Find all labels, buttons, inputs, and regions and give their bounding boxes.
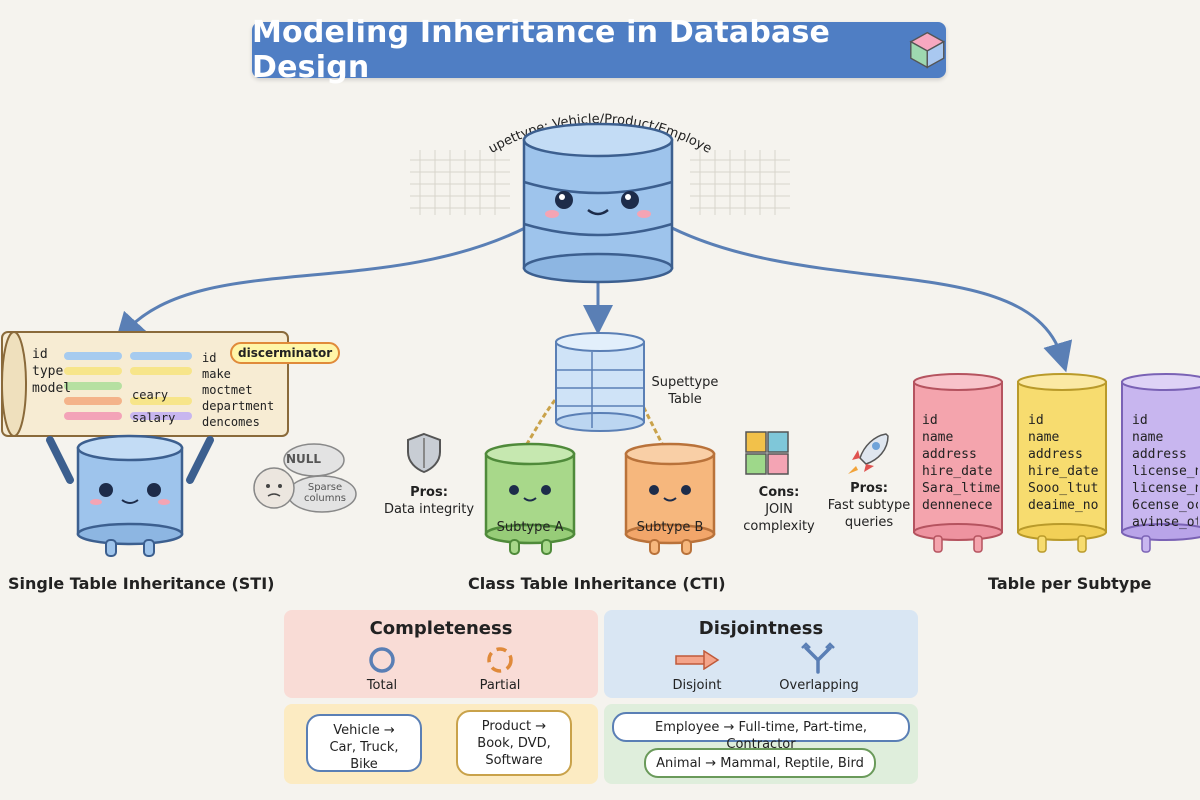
subtype-table-1-columns: id name address hire_date Sara_ltime den… <box>922 412 1000 514</box>
cti-label: Class Table Inheritance (CTI) <box>468 574 726 593</box>
sti-left-columns: id type model <box>32 346 71 397</box>
disjointness-examples-panel: Employee → Full-time, Part-time, Contrac… <box>604 704 918 784</box>
tps-pros-text: Fast subtype queries <box>827 498 911 530</box>
cti-pros-text: Data integrity <box>383 502 475 517</box>
col: id <box>922 413 938 428</box>
completeness-title: Completeness <box>369 618 513 639</box>
rocket-icon <box>848 433 889 474</box>
cti-cons-title: Cons: <box>758 485 800 500</box>
grid-decoration-left <box>410 150 510 215</box>
col: address <box>1132 447 1187 462</box>
sti-mid-columns-2: salary <box>132 410 175 427</box>
col: id <box>1132 413 1148 428</box>
subtype-tables <box>913 373 1200 553</box>
sti-label: Single Table Inheritance (STI) <box>8 574 275 593</box>
subtype-table-2 <box>1017 373 1107 553</box>
col: deaime_no <box>1028 498 1099 513</box>
sti-col: moctmet <box>202 383 253 397</box>
disjoint-label: Disjoint <box>672 678 722 693</box>
col: license_no <box>1132 464 1198 479</box>
example-bubble-employee: Employee → Full-time, Part-time, Contrac… <box>612 712 910 752</box>
overlapping-label: Overlapping <box>779 678 859 693</box>
subtype-table-2-columns: id name address hire_date Sooo_ltut deai… <box>1028 412 1098 514</box>
col: address <box>1028 447 1083 462</box>
col: 6cense_oc <box>1132 498 1198 513</box>
col: Sara_ltime <box>922 481 1001 496</box>
col: id <box>1028 413 1044 428</box>
col: name <box>1132 430 1164 445</box>
fork-icon <box>801 642 835 674</box>
sti-col: make <box>202 367 231 381</box>
subtype-b-label: Subtype B <box>636 520 704 535</box>
shield-icon <box>407 432 441 474</box>
col: dennenece <box>922 498 993 513</box>
subtype-table-3 <box>1121 373 1200 553</box>
completeness-panel: Completeness Total Partial <box>284 610 598 698</box>
subtype-table-1 <box>913 373 1003 553</box>
subtype-b-mascot <box>624 442 716 555</box>
subtype-a-label: Subtype A <box>496 520 564 535</box>
supertype-table-label: Supettype Table <box>651 375 719 407</box>
example-bubble-vehicle: Vehicle → Car, Truck, Bike <box>306 714 422 772</box>
sti-col: id <box>202 351 217 365</box>
cti-cons-text: JOIN complexity <box>743 502 815 534</box>
tps-pros-title: Pros: <box>850 481 888 496</box>
col: address <box>922 447 977 462</box>
col: Sooo_ltut <box>1028 481 1099 496</box>
subtype-table-3-columns: id name address license_no license_no 6c… <box>1132 412 1198 531</box>
sti-scroll <box>1 331 289 437</box>
col: hire_date <box>1028 464 1099 479</box>
sti-col: id <box>32 347 48 362</box>
tps-pros: Pros: Fast subtype queries <box>820 480 918 531</box>
partial-icon <box>487 647 513 673</box>
arrow-to-tps <box>671 226 1073 373</box>
col: license_no <box>1132 481 1198 496</box>
arrow-right-icon <box>675 650 720 670</box>
sti-mid-columns: ceary <box>132 380 168 410</box>
col: avinse_ot <box>1132 515 1198 530</box>
cti-cons: Cons: JOIN complexity <box>740 484 818 535</box>
cti-pros: Pros: Data integrity <box>382 484 476 518</box>
supertype-table-icon <box>555 332 645 432</box>
col: name <box>1028 430 1060 445</box>
puzzle-icon <box>745 431 789 475</box>
subtype-a-mascot <box>484 442 576 555</box>
sti-col: salary <box>132 411 176 425</box>
sparse-label: Sparse columns <box>303 482 347 504</box>
sti-col: dencomes <box>202 415 260 429</box>
cti-pros-title: Pros: <box>410 485 448 500</box>
sti-col: type <box>32 364 64 379</box>
completeness-examples-panel: Vehicle → Car, Truck, Bike Product → Boo… <box>284 704 598 784</box>
null-label: NULL <box>286 452 322 466</box>
null-cloud-icon <box>253 443 357 513</box>
example-bubble-animal: Animal → Mammal, Reptile, Bird <box>644 748 876 778</box>
discriminator-badge: discerminator <box>230 342 341 364</box>
title-banner: Modeling Inheritance in Database Design <box>252 15 946 85</box>
disjointness-title: Disjointness <box>698 618 824 639</box>
sti-col: department <box>202 399 275 413</box>
arrow-to-sti <box>114 226 526 344</box>
disjointness-panel: Disjointness Disjoint Overlapping <box>604 610 918 698</box>
page-title: Modeling Inheritance in Database Design <box>252 15 831 85</box>
partial-label: Partial <box>479 678 521 693</box>
col: name <box>922 430 954 445</box>
grid-decoration-right <box>690 150 790 215</box>
sti-mascot <box>46 434 214 557</box>
tps-label: Table per Subtype <box>988 574 1152 593</box>
supertype-database <box>522 122 674 284</box>
sti-col: model <box>32 381 72 396</box>
col: hire_date <box>922 464 993 479</box>
sti-col: ceary <box>132 388 169 402</box>
sti-right-columns: id make moctmet department dencomes <box>202 350 274 430</box>
example-bubble-product: Product → Book, DVD, Software <box>456 710 572 776</box>
total-icon <box>369 647 395 673</box>
total-label: Total <box>366 678 398 693</box>
cube-icon <box>909 31 946 69</box>
